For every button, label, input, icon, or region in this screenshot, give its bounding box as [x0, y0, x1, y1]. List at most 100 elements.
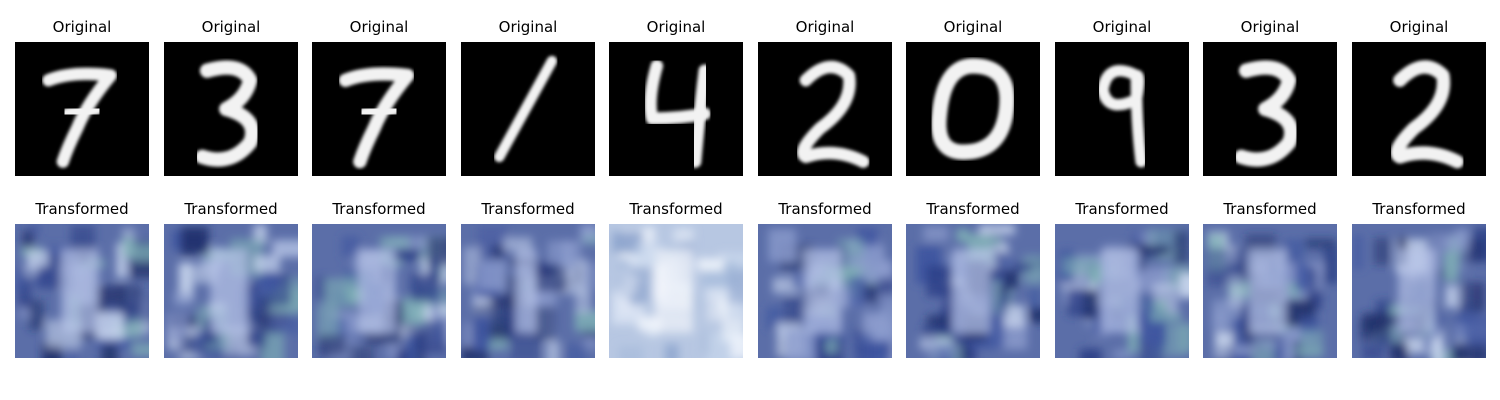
- digit-stroke: [688, 64, 711, 168]
- noise-patch: [664, 344, 679, 358]
- noise-patch: [22, 230, 34, 249]
- noise-patch: [1284, 239, 1304, 263]
- center-blob: [655, 249, 693, 333]
- noise-patch: [95, 338, 132, 348]
- digit-stroke: [644, 59, 711, 125]
- noise-patch: [583, 234, 595, 245]
- noise-patch: [173, 291, 192, 307]
- digit-stroke: [1234, 60, 1299, 167]
- panel-title: Transformed: [629, 200, 723, 218]
- digit-image: [1352, 42, 1486, 176]
- noise-patch: [248, 308, 259, 346]
- transformed-tile: [312, 224, 446, 358]
- transformed-image: [312, 224, 446, 358]
- noise-patch: [1373, 237, 1391, 266]
- transformed-image: [758, 224, 892, 358]
- noise-patch: [1429, 309, 1442, 338]
- digit-image: [758, 42, 892, 176]
- noise-patch: [847, 256, 872, 268]
- noise-patch: [615, 259, 639, 270]
- noise-patch: [1234, 345, 1255, 355]
- noise-patch: [1316, 261, 1329, 277]
- digit-tile: [1352, 42, 1486, 176]
- noise-patch: [461, 346, 489, 358]
- noise-patch: [116, 242, 128, 278]
- transformed-tile: [1055, 224, 1189, 358]
- noise-patch: [700, 330, 710, 356]
- digit-stroke: [357, 102, 401, 121]
- noise-patch: [1029, 287, 1040, 313]
- digit-image: [312, 42, 446, 176]
- noise-patch: [1003, 270, 1018, 289]
- center-blob: [515, 249, 537, 333]
- noise-patch: [1150, 317, 1166, 354]
- noise-patch: [533, 304, 555, 340]
- noise-patch: [533, 266, 568, 292]
- center-blob: [210, 249, 248, 333]
- noise-patch: [1323, 248, 1337, 284]
- noise-patch: [491, 244, 505, 259]
- noise-patch: [1173, 230, 1189, 265]
- noise-patch: [1353, 234, 1364, 270]
- noise-patch: [1361, 345, 1384, 358]
- noise-patch: [956, 228, 969, 242]
- noise-patch: [825, 336, 838, 354]
- image-background: [609, 42, 743, 176]
- noise-patch: [999, 294, 1009, 315]
- noise-patch: [428, 258, 441, 282]
- center-blob: [1398, 249, 1436, 333]
- noise-patch: [547, 240, 582, 264]
- noise-patch: [546, 340, 560, 358]
- transformed-image: [1055, 224, 1189, 358]
- panel-title: Original: [52, 18, 112, 36]
- panel-title: Transformed: [332, 200, 426, 218]
- noise-patch: [673, 228, 694, 243]
- noise-patch: [101, 344, 118, 358]
- digit-image: [1203, 42, 1337, 176]
- noise-patch: [380, 236, 410, 248]
- panel-title: Original: [498, 18, 558, 36]
- noise-patch: [431, 292, 440, 318]
- transformed-image: [1352, 224, 1486, 358]
- transformed-image: [906, 224, 1040, 358]
- digit-stroke: [931, 58, 1015, 160]
- noise-patch: [922, 324, 951, 337]
- digit-stroke: [42, 67, 117, 168]
- panel-title: Original: [349, 18, 409, 36]
- noise-patch: [28, 300, 44, 331]
- noise-patch: [1451, 348, 1467, 358]
- noise-patch: [122, 236, 135, 259]
- noise-patch: [1455, 228, 1469, 250]
- noise-patch: [978, 224, 1016, 235]
- panel-title: Original: [201, 18, 261, 36]
- panel-title: Original: [1389, 18, 1449, 36]
- digit-tile: [461, 42, 595, 176]
- digit-tile: [906, 42, 1040, 176]
- noise-patch: [1067, 288, 1086, 317]
- digit-tile: [312, 42, 446, 176]
- transformed-tile: [1352, 224, 1486, 358]
- panel-title: Original: [943, 18, 1003, 36]
- noise-patch: [272, 240, 298, 257]
- noise-patch: [1128, 315, 1138, 353]
- noise-patch: [27, 250, 49, 267]
- noise-patch: [253, 255, 281, 273]
- digit-image: [609, 42, 743, 176]
- digit-image: [15, 42, 149, 176]
- panel-title: Transformed: [1075, 200, 1169, 218]
- noise-patch: [728, 272, 743, 304]
- transformed-image: [15, 224, 149, 358]
- panel-title: Transformed: [926, 200, 1020, 218]
- noise-patch: [730, 335, 743, 358]
- noise-patch: [473, 315, 490, 352]
- noise-patch: [389, 248, 421, 261]
- digit-stroke: [195, 60, 260, 167]
- panel-title: Original: [795, 18, 855, 36]
- noise-patch: [166, 313, 189, 342]
- noise-patch: [1300, 330, 1324, 358]
- transformed-image: [461, 224, 595, 358]
- noise-patch: [95, 285, 126, 309]
- noise-patch: [926, 315, 950, 327]
- noise-patch: [268, 315, 298, 334]
- noise-patch: [1079, 348, 1102, 358]
